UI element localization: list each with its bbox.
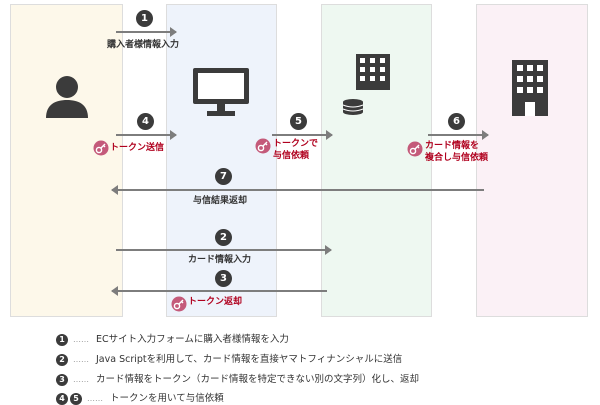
legend-text: ECサイト入力フォームに購入者様情報を入力 [96, 334, 289, 345]
legend-item-1: 1 …… ECサイト入力フォームに購入者様情報を入力 [56, 334, 289, 346]
step-3-arrow [111, 286, 327, 296]
step-6-label-line1: カード情報を [425, 141, 480, 151]
legend-text: トークンを用いて与信依頼 [110, 393, 224, 404]
user-column [10, 4, 123, 317]
step-2-number: 2 [215, 229, 232, 246]
payment-column [321, 4, 432, 317]
legend-number: 5 [70, 393, 82, 405]
step-3-number: 3 [215, 270, 232, 287]
step-5-label-line2: 与信依頼 [273, 151, 310, 161]
legend-item-2: 2 …… Java Scriptを利用して、カード情報を直接ヤマトフィナンシャル… [56, 354, 402, 366]
step-4-number: 4 [137, 113, 154, 130]
legend-item-4: 4 5 …… トークンを用いて与信依頼 [56, 393, 224, 405]
legend-text: カード情報をトークン（カード情報を特定できない別の文字列）化し、返却 [96, 374, 420, 385]
legend-text: Java Scriptを利用して、カード情報を直接ヤマトフィナンシャルに送信 [96, 354, 403, 365]
step-7-label: 与信結果返却 [193, 196, 248, 206]
step-2-label: カード情報入力 [188, 255, 252, 265]
step-5-label-line1: トークンで [273, 139, 319, 149]
step-7-arrow [111, 185, 484, 195]
legend-dots: …… [73, 375, 89, 384]
legend-dots: …… [73, 355, 89, 364]
step-1-number: 1 [136, 10, 153, 27]
legend-item-3: 3 …… カード情報をトークン（カード情報を特定できない別の文字列）化し、返却 [56, 374, 419, 386]
key-icon [93, 140, 109, 156]
monitor-icon [193, 68, 249, 116]
step-7-number: 7 [215, 168, 232, 185]
legend-number: 4 [56, 393, 68, 405]
step-6-arrow [428, 130, 489, 140]
key-icon [171, 296, 187, 312]
key-icon [255, 138, 271, 154]
step-3-label: トークン返却 [188, 297, 243, 307]
shop-column [166, 4, 277, 317]
step-6-number: 6 [448, 113, 465, 130]
legend-number: 3 [56, 374, 68, 386]
key-icon [407, 141, 423, 157]
step-5-arrow [272, 130, 333, 140]
card-company-column [476, 4, 588, 317]
step-1-label: 購入者様情報入力 [107, 40, 180, 50]
legend-number: 1 [56, 334, 68, 346]
legend-number: 2 [56, 354, 68, 366]
legend-dots: …… [73, 335, 89, 344]
building-with-coins-icon [342, 54, 390, 115]
step-6-label-line2: 複合し与信依頼 [425, 153, 489, 163]
step-4-label: トークン送信 [110, 143, 165, 153]
person-icon [46, 76, 88, 118]
step-2-arrow [116, 245, 332, 255]
step-5-number: 5 [290, 113, 307, 130]
building-icon [512, 60, 548, 116]
legend-dots: …… [87, 394, 103, 403]
step-1-arrow [116, 27, 177, 37]
step-4-arrow [116, 130, 177, 140]
